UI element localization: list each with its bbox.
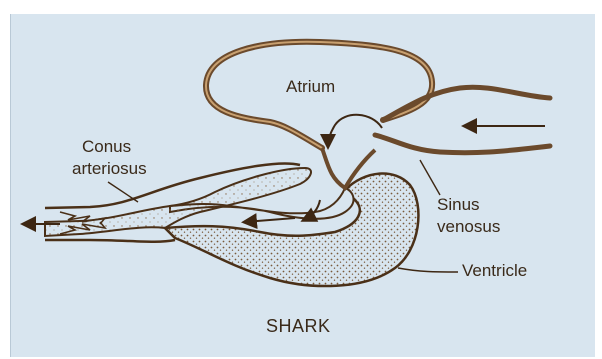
ventricle-body [165, 174, 418, 287]
sinus-venosus-lower-wall [375, 135, 550, 153]
ventricle-label: Ventricle [462, 261, 527, 280]
sinus-label-line2: venosus [437, 217, 500, 236]
atrium-label: Atrium [286, 77, 335, 96]
sinus-label-line1: Sinus [437, 195, 480, 214]
diagram-caption: SHARK [266, 316, 331, 336]
conus-lower-wall [45, 240, 175, 242]
atrium-curl-arrow [328, 115, 382, 146]
sinus-leader-line [420, 160, 440, 195]
conus-leader-line [108, 182, 138, 202]
ventricle-leader-line [398, 268, 458, 272]
sinus-venosus-upper-wall [383, 87, 550, 120]
conus-label-line1: Conus [82, 137, 131, 156]
conus-label-line2: arteriosus [72, 159, 147, 178]
conus-flow-arrow [245, 218, 295, 222]
